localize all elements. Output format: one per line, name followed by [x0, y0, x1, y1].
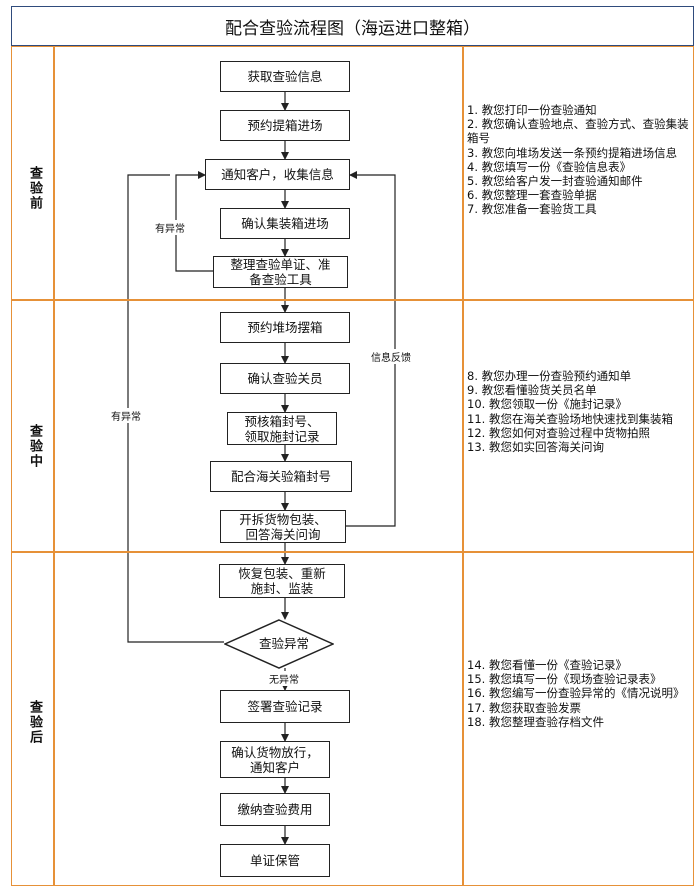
- note-item: 12. 教您如何对查验过程中货物拍照: [467, 425, 650, 440]
- note-item: 9. 教您看懂验货关员名单: [467, 383, 597, 398]
- section-label-before: 查验前: [27, 166, 42, 211]
- step-book-container-pickup: 预约提箱进场: [220, 110, 350, 141]
- section-label-after: 查验后: [27, 700, 42, 745]
- note-item: 16. 教您编写一份查验异常的《情况说明》: [467, 686, 685, 701]
- edge-label-exception-1: 有异常: [153, 220, 187, 235]
- note-item: 17. 教您获取查验发票: [467, 700, 581, 715]
- note-item: 5. 教您给客户发一封查验通知邮件: [467, 174, 643, 189]
- note-item: 13. 教您如实回答海关问询: [467, 440, 604, 455]
- step-confirm-customs-officer: 确认查验关员: [220, 363, 350, 394]
- step-confirm-release: 确认货物放行， 通知客户: [220, 741, 330, 778]
- notes-before: 1. 教您打印一份查验通知 2. 教您确认查验地点、查验方式、查验集装箱号 3.…: [467, 103, 689, 217]
- section-label-during: 查验中: [27, 424, 42, 469]
- section-after-notes-cell: [462, 551, 694, 886]
- section-during-flow-cell: [53, 299, 464, 553]
- step-sign-inspection-record: 签署查验记录: [220, 690, 350, 723]
- step-restore-packaging: 恢复包装、重新 施封、监装: [219, 564, 345, 598]
- note-item: 3. 教您向堆场发送一条预约提箱进场信息: [467, 145, 678, 160]
- step-open-packaging: 开拆货物包装、 回答海关问询: [220, 510, 346, 543]
- edge-label-feedback: 信息反馈: [369, 349, 413, 364]
- section-before-notes-cell: [462, 46, 694, 301]
- note-item: 10. 教您领取一份《施封记录》: [467, 397, 627, 412]
- note-item: 4. 教您填写一份《查验信息表》: [467, 159, 632, 174]
- note-item: 8. 教您办理一份查验预约通知单: [467, 369, 632, 383]
- step-get-inspection-info: 获取查验信息: [220, 61, 350, 92]
- note-item: 18. 教您整理查验存档文件: [467, 714, 604, 729]
- note-item: 15. 教您填写一份《现场查验记录表》: [467, 672, 662, 687]
- flowchart-frame: 配合查验流程图（海运进口整箱） 查验前 查验中 查验后 1. 教您打印一份查验通…: [11, 6, 694, 886]
- step-notify-client: 通知客户，收集信息: [205, 159, 350, 190]
- step-document-archiving: 单证保管: [220, 844, 330, 877]
- notes-during: 8. 教您办理一份查验预约通知单 9. 教您看懂验货关员名单 10. 教您领取一…: [467, 369, 689, 454]
- edge-label-no-exception: 无异常: [267, 671, 301, 686]
- section-after-flow-cell: [53, 551, 464, 886]
- section-before-flow-cell: [53, 46, 464, 301]
- step-confirm-container-entry: 确认集装箱进场: [220, 208, 350, 239]
- section-during-label-cell: [11, 299, 55, 553]
- note-item: 6. 教您整理一套查验单据: [467, 188, 597, 203]
- note-item: 2. 教您确认查验地点、查验方式、查验集装箱号: [467, 117, 689, 146]
- section-during-notes-cell: [462, 299, 694, 553]
- note-item: 1. 教您打印一份查验通知: [467, 103, 597, 117]
- page-title: 配合查验流程图（海运进口整箱）: [11, 6, 694, 46]
- note-item: 7. 教您准备一套验货工具: [467, 202, 597, 217]
- step-book-yard-placement: 预约堆场摆箱: [220, 312, 350, 343]
- edge-label-exception-2: 有异常: [109, 408, 143, 423]
- section-after-label-cell: [11, 551, 55, 886]
- step-assist-seal-check: 配合海关验箱封号: [210, 461, 352, 492]
- step-precheck-seal-number: 预核箱封号、 领取施封记录: [227, 412, 337, 445]
- step-prepare-documents-tools: 整理查验单证、准 备查验工具: [213, 256, 348, 288]
- note-item: 14. 教您看懂一份《查验记录》: [467, 658, 627, 672]
- notes-after: 14. 教您看懂一份《查验记录》 15. 教您填写一份《现场查验记录表》 16.…: [467, 658, 689, 729]
- decision-diamond: [224, 619, 334, 669]
- step-pay-inspection-fees: 缴纳查验费用: [220, 793, 330, 826]
- decision-inspection-exception: 查验异常: [258, 635, 309, 651]
- section-before-label-cell: [11, 46, 55, 301]
- note-item: 11. 教您在海关查验场地快速找到集装箱: [467, 411, 673, 426]
